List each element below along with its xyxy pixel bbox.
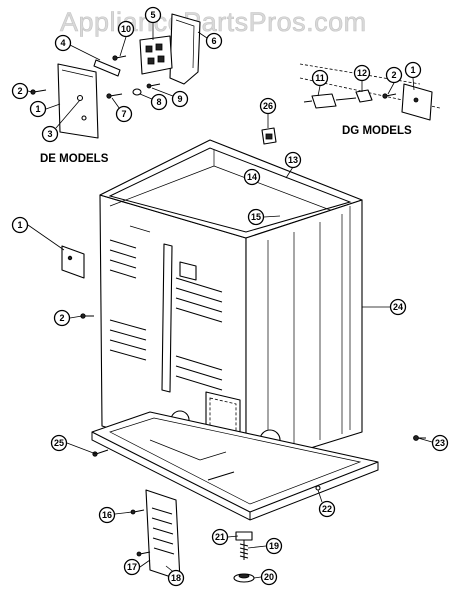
- callout-22: 22: [318, 500, 336, 518]
- callout-15: 15: [247, 208, 265, 226]
- callout-3-number: 3: [47, 129, 52, 139]
- callout-18-number: 18: [171, 573, 181, 583]
- callout-9-number: 9: [177, 94, 182, 104]
- callout-8-number: 8: [156, 97, 161, 107]
- base-screw-left: [92, 449, 109, 457]
- callout-7: 7: [115, 105, 133, 123]
- callout-2-dg: 2: [385, 66, 403, 84]
- callout-23: 23: [431, 434, 449, 452]
- callout-20-number: 20: [264, 572, 274, 582]
- side-cover-part: [61, 245, 85, 279]
- callout-16: 16: [98, 506, 116, 524]
- callout-5-number: 5: [150, 10, 155, 20]
- callout-24: 24: [389, 298, 407, 316]
- callout-21-number: 21: [215, 532, 225, 542]
- callout-16-number: 16: [102, 510, 112, 520]
- watermark-text: AppliancePartsPros.com: [60, 7, 367, 37]
- callout-25-number: 25: [54, 438, 64, 448]
- callout-6-number: 6: [211, 36, 216, 46]
- callout-14: 14: [243, 168, 261, 186]
- callout-2-de-number: 2: [17, 86, 22, 96]
- callout-12: 12: [353, 64, 371, 82]
- callout-3: 3: [41, 125, 59, 143]
- callout-1-de-number: 1: [35, 104, 40, 114]
- callout-5: 5: [144, 6, 162, 24]
- callout-1-side-number: 1: [17, 220, 22, 230]
- leveling-leg-parts: [233, 531, 255, 583]
- callout-2-de: 2: [11, 82, 29, 100]
- callout-19: 19: [265, 537, 283, 555]
- leader-lines: [27, 23, 433, 579]
- callout-20: 20: [260, 568, 278, 586]
- callout-14-number: 14: [247, 172, 257, 182]
- terminal-block-assembly: [93, 13, 201, 99]
- callout-2-side-number: 2: [59, 313, 64, 323]
- callout-6: 6: [205, 32, 223, 50]
- callout-12-number: 12: [357, 68, 367, 78]
- callout-9: 9: [171, 90, 189, 108]
- callout-24-number: 24: [393, 302, 403, 312]
- callout-8: 8: [150, 93, 168, 111]
- callout-13: 13: [284, 151, 302, 169]
- callout-17: 17: [123, 558, 141, 576]
- callout-1-dg-number: 1: [410, 65, 415, 75]
- callout-13-number: 13: [288, 155, 298, 165]
- callout-19-number: 19: [269, 541, 279, 551]
- callout-11: 11: [311, 69, 329, 87]
- callout-18: 18: [167, 569, 185, 587]
- callout-1-side: 1: [11, 216, 29, 234]
- callout-7-number: 7: [121, 109, 126, 119]
- callout-11-number: 11: [315, 73, 325, 83]
- callout-15-number: 15: [251, 212, 261, 222]
- dryer-cabinet: [99, 139, 363, 469]
- callout-26: 26: [259, 97, 277, 115]
- callout-10-number: 10: [121, 24, 131, 34]
- callout-4: 4: [54, 34, 72, 52]
- callout-2-dg-number: 2: [391, 70, 396, 80]
- callout-21: 21: [211, 528, 229, 546]
- callout-26-number: 26: [263, 101, 273, 111]
- callout-23-number: 23: [435, 438, 445, 448]
- de-models-label: DE MODELS: [40, 153, 109, 165]
- callout-10: 10: [117, 20, 135, 38]
- dg-models-label: DG MODELS: [342, 125, 412, 137]
- callout-1-de: 1: [29, 100, 47, 118]
- callout-25: 25: [50, 434, 68, 452]
- de-cover-plate: [30, 63, 99, 139]
- cabinet-base: [91, 411, 379, 521]
- callout-17-number: 17: [127, 562, 137, 572]
- callout-1-dg: 1: [404, 61, 422, 79]
- callout-22-number: 22: [322, 504, 332, 514]
- side-screw-part: [80, 313, 94, 319]
- callout-2-side: 2: [53, 309, 71, 327]
- callout-4-number: 4: [60, 38, 65, 48]
